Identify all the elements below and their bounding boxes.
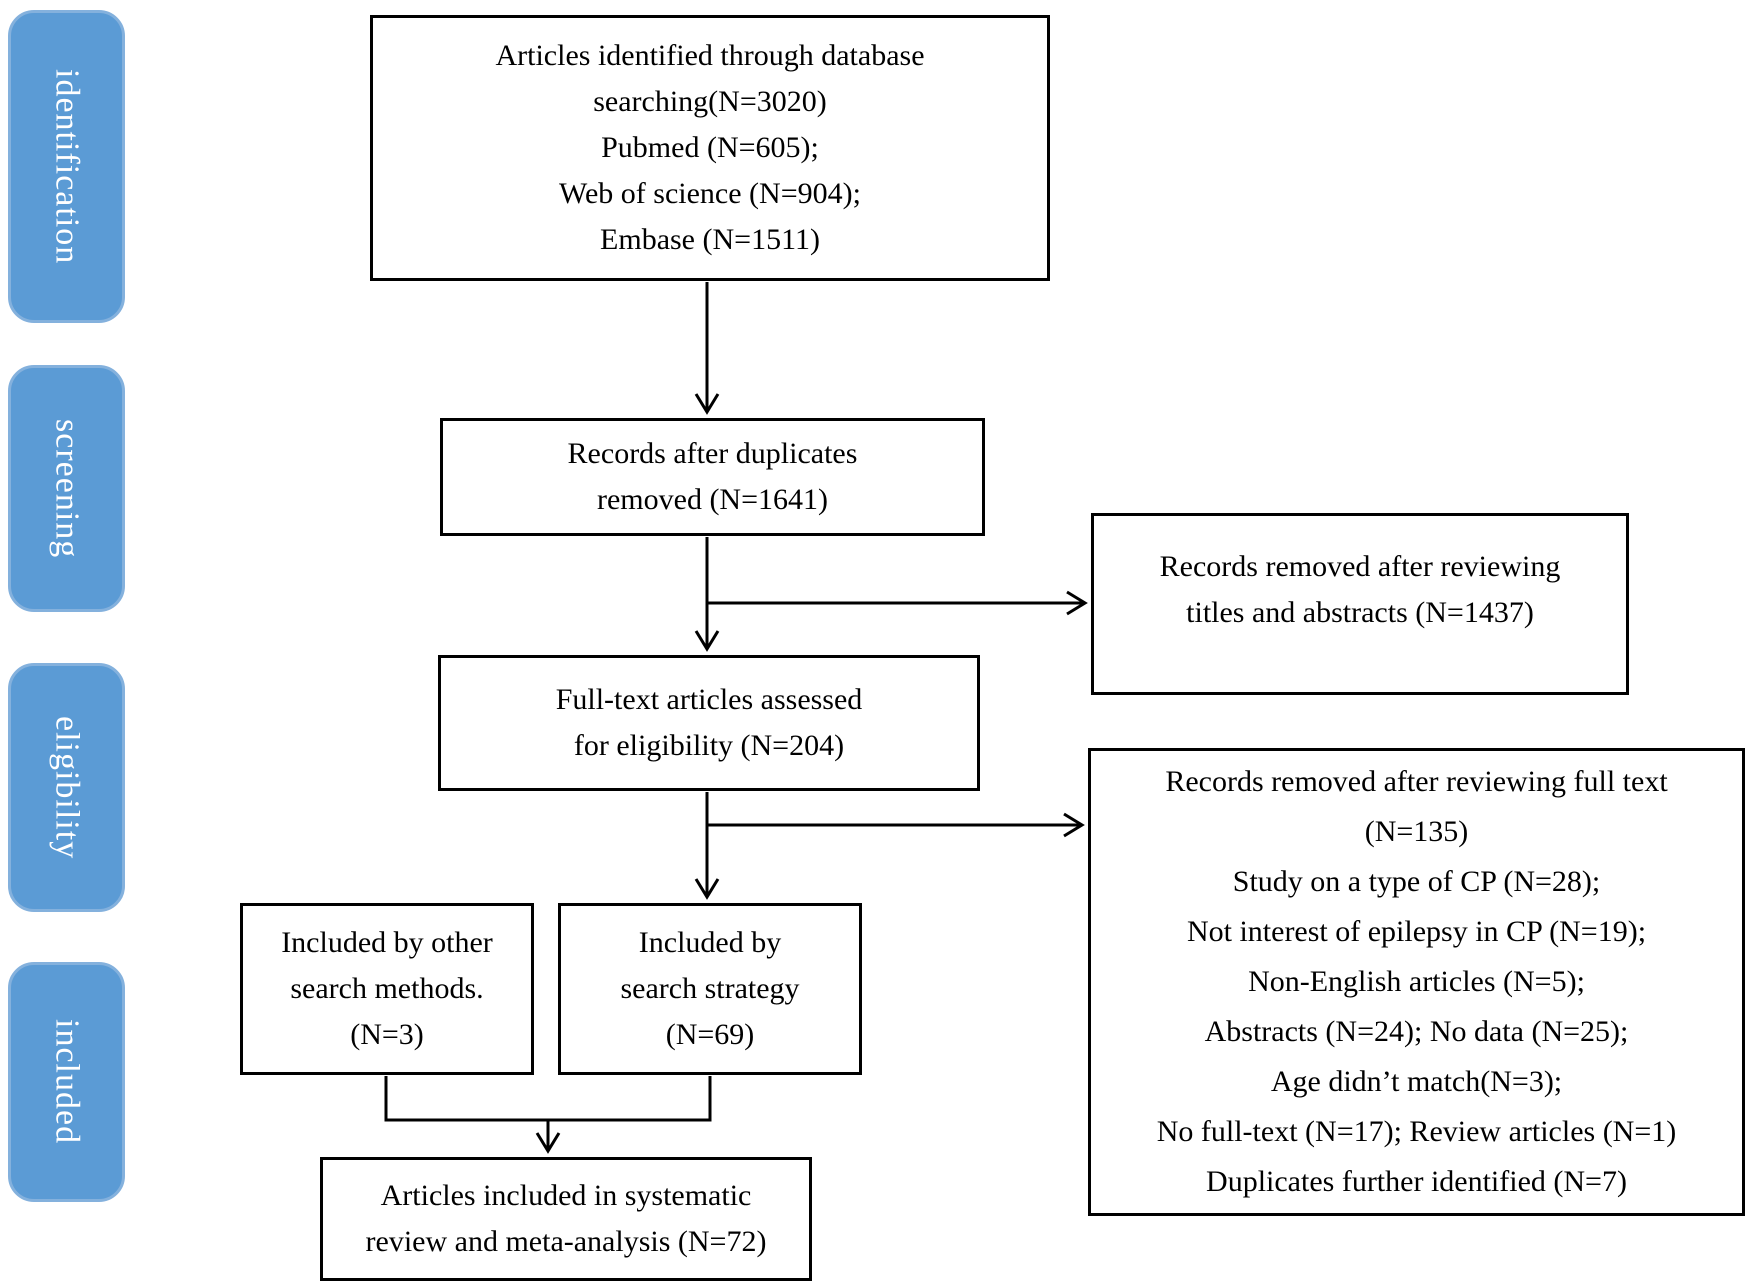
box-duplicates-removed: Records after duplicates removed (N=1641… xyxy=(440,418,985,536)
stage-eligibility: eligibility xyxy=(8,663,125,912)
stage-identification: identification xyxy=(8,10,125,323)
stage-eligibility-label: eligibility xyxy=(48,715,86,860)
box-line: search methods. xyxy=(290,972,484,1005)
box-line: review and meta-analysis (N=72) xyxy=(365,1225,767,1258)
box-line: searching(N=3020) xyxy=(593,85,827,118)
box-line: search strategy xyxy=(620,972,800,1005)
box-line: Duplicates further identified (N=7) xyxy=(1206,1165,1627,1198)
box-line: Articles included in systematic xyxy=(380,1179,752,1212)
box-included-final: Articles included in systematic review a… xyxy=(320,1157,812,1281)
box-line: removed (N=1641) xyxy=(596,483,829,516)
merge-connector xyxy=(384,1076,712,1122)
box-line: Articles identified through database xyxy=(495,39,925,72)
box-line: No full-text (N=17); Review articles (N=… xyxy=(1156,1115,1677,1148)
box-line: (N=69) xyxy=(665,1018,755,1051)
box-line: Included by xyxy=(638,926,782,959)
box-line: for eligibility (N=204) xyxy=(573,729,845,762)
box-included-search-strategy: Included by search strategy (N=69) xyxy=(558,903,862,1075)
box-fulltext-removed: Records removed after reviewing full tex… xyxy=(1088,748,1745,1216)
stage-included: included xyxy=(8,962,125,1202)
box-titles-abstracts-removed: Records removed after reviewing titles a… xyxy=(1091,513,1629,695)
box-line: (N=135) xyxy=(1364,815,1469,848)
stage-screening: screening xyxy=(8,365,125,612)
stage-screening-label: screening xyxy=(48,418,86,559)
box-line: Records after duplicates xyxy=(567,437,858,470)
stage-included-label: included xyxy=(48,1019,86,1145)
stage-identification-label: identification xyxy=(48,68,86,265)
box-line: Abstracts (N=24); No data (N=25); xyxy=(1204,1015,1629,1048)
box-line: Not interest of epilepsy in CP (N=19); xyxy=(1186,915,1647,948)
box-line: Web of science (N=904); xyxy=(559,177,861,210)
box-line: Pubmed (N=605); xyxy=(601,131,819,164)
box-line: Non-English articles (N=5); xyxy=(1248,965,1585,998)
box-line: Study on a type of CP (N=28); xyxy=(1232,865,1601,898)
box-line: Embase (N=1511) xyxy=(600,223,820,256)
box-line: Included by other xyxy=(281,926,493,959)
box-line: titles and abstracts (N=1437) xyxy=(1186,596,1534,629)
box-articles-identified: Articles identified through database sea… xyxy=(370,15,1050,281)
box-line: Records removed after reviewing xyxy=(1159,550,1561,583)
box-line: (N=3) xyxy=(350,1018,424,1051)
box-line: Full-text articles assessed xyxy=(555,683,863,716)
box-line: Records removed after reviewing full tex… xyxy=(1165,765,1668,798)
box-fulltext-assessed: Full-text articles assessed for eligibil… xyxy=(438,655,980,791)
box-included-other-methods: Included by other search methods. (N=3) xyxy=(240,903,534,1075)
box-line: Age didn’t match(N=3); xyxy=(1270,1065,1563,1098)
